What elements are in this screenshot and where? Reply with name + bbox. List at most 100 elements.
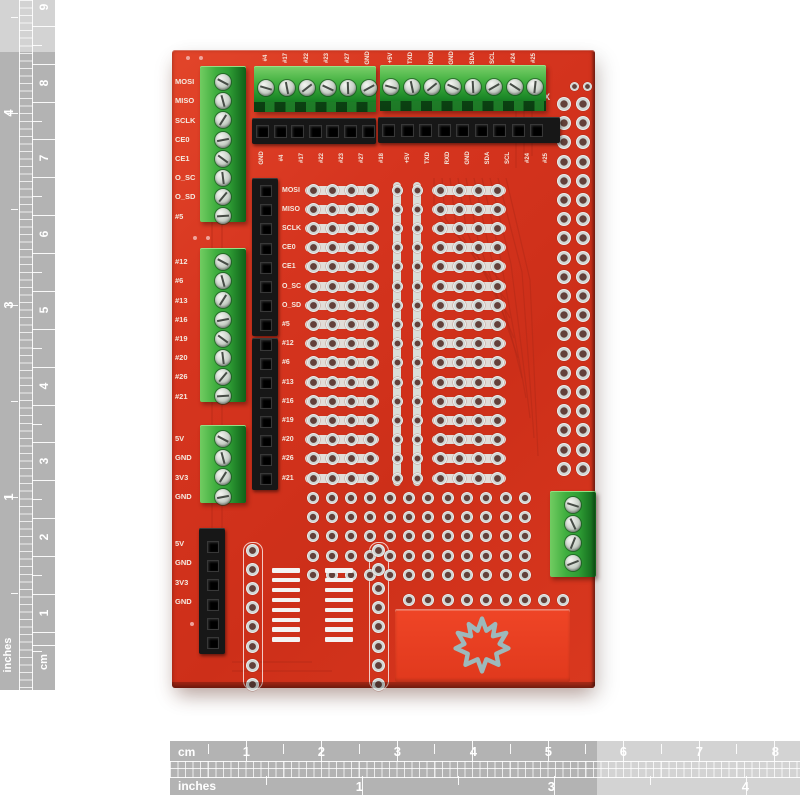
screw-slot bbox=[220, 452, 226, 465]
cm-half-tick bbox=[32, 499, 42, 500]
silkscreen-label: CE0 bbox=[282, 244, 296, 252]
screw-slot bbox=[221, 171, 225, 185]
through-hole bbox=[433, 375, 447, 389]
through-hole bbox=[371, 658, 385, 672]
through-hole bbox=[480, 569, 492, 581]
inch-tick bbox=[554, 776, 555, 795]
header-socket bbox=[260, 435, 272, 447]
through-hole bbox=[411, 242, 423, 254]
terminal-screw bbox=[299, 80, 315, 96]
through-hole bbox=[576, 423, 590, 438]
silkscreen-label: #21 bbox=[282, 474, 294, 482]
silkscreen-label: GND bbox=[175, 596, 192, 606]
terminal-screw bbox=[465, 79, 482, 95]
through-hole bbox=[433, 356, 447, 370]
bus-strip bbox=[432, 396, 506, 406]
terminal-screw bbox=[565, 554, 581, 571]
screw-slot bbox=[220, 275, 226, 288]
through-hole bbox=[461, 594, 473, 606]
header-socket bbox=[260, 261, 272, 274]
header-socket bbox=[207, 541, 219, 553]
cm-cell-line bbox=[32, 367, 55, 368]
through-hole bbox=[344, 221, 358, 235]
ruler-number-cm: 5 bbox=[37, 306, 51, 314]
header-socket bbox=[511, 124, 525, 137]
silkscreen-label: #16 bbox=[175, 314, 188, 324]
through-hole bbox=[411, 453, 423, 465]
silkscreen-label: 3V3 bbox=[175, 472, 189, 482]
through-hole bbox=[490, 452, 504, 466]
screw-slot bbox=[488, 83, 500, 91]
through-hole bbox=[490, 356, 504, 370]
through-hole bbox=[306, 375, 320, 389]
solder-pad bbox=[272, 637, 300, 642]
bus-strip bbox=[305, 262, 379, 272]
screw-slot bbox=[569, 518, 577, 531]
cm-cell-line bbox=[32, 480, 55, 481]
through-hole bbox=[442, 492, 454, 504]
through-hole bbox=[411, 338, 423, 350]
cm-cell-line bbox=[32, 26, 55, 27]
through-hole bbox=[411, 414, 423, 426]
screw-slot bbox=[446, 83, 459, 91]
through-hole bbox=[433, 413, 447, 427]
through-hole bbox=[344, 471, 358, 485]
ruler-number-cm: 7 bbox=[37, 154, 51, 162]
bus-strip bbox=[305, 435, 379, 445]
header-socket bbox=[291, 125, 305, 138]
terminal-screw bbox=[527, 79, 544, 95]
solder-pad bbox=[325, 597, 353, 603]
silkscreen-label: GND bbox=[175, 558, 192, 568]
solder-pad bbox=[325, 617, 353, 622]
terminal-screw bbox=[565, 516, 581, 533]
cm-half-tick bbox=[736, 744, 738, 754]
terminal-screw bbox=[258, 80, 274, 96]
inch-tick bbox=[6, 305, 18, 306]
through-hole bbox=[403, 492, 415, 504]
through-hole bbox=[471, 413, 485, 427]
header-socket bbox=[344, 125, 357, 138]
solder-pad bbox=[272, 627, 300, 632]
power-rail bbox=[413, 182, 421, 486]
solder-pad bbox=[325, 637, 353, 642]
through-hole bbox=[519, 550, 531, 562]
silkscreen-label: SDA bbox=[485, 151, 491, 165]
inch-half-tick bbox=[11, 17, 18, 18]
screw-slot bbox=[218, 191, 228, 203]
screw-slot bbox=[509, 82, 521, 92]
through-hole bbox=[326, 511, 338, 523]
through-hole bbox=[245, 543, 259, 557]
through-hole bbox=[344, 452, 358, 466]
header-socket bbox=[260, 223, 272, 236]
through-hole bbox=[471, 337, 485, 351]
solder-pad bbox=[325, 587, 353, 593]
through-hole bbox=[391, 395, 403, 407]
terminal-screw bbox=[215, 208, 231, 225]
through-hole bbox=[519, 511, 531, 523]
cm-tick bbox=[547, 741, 549, 761]
silkscreen-label: MOSI bbox=[282, 186, 300, 194]
terminal-screw bbox=[403, 79, 420, 95]
through-hole bbox=[306, 221, 320, 235]
through-hole bbox=[422, 569, 434, 581]
ruler-number-cm: 1 bbox=[242, 744, 250, 759]
screw-slot bbox=[218, 294, 228, 307]
terminal-screw bbox=[565, 497, 581, 513]
cm-half-tick bbox=[283, 744, 285, 754]
through-hole bbox=[490, 298, 504, 312]
inch-half-tick bbox=[650, 776, 651, 785]
through-hole bbox=[576, 289, 590, 303]
through-hole bbox=[452, 433, 466, 447]
screw-slot bbox=[216, 317, 230, 322]
ruler-number-inch: 3 bbox=[547, 778, 555, 794]
through-hole bbox=[442, 530, 454, 542]
silkscreen-label: #25 bbox=[543, 153, 549, 164]
silkscreen-label: +5V bbox=[405, 152, 411, 164]
through-hole bbox=[307, 492, 319, 504]
terminal-screw bbox=[444, 79, 461, 95]
through-hole bbox=[307, 530, 319, 542]
through-hole bbox=[519, 530, 531, 542]
through-hole bbox=[391, 434, 403, 446]
silkscreen-label: O_SD bbox=[175, 192, 196, 202]
